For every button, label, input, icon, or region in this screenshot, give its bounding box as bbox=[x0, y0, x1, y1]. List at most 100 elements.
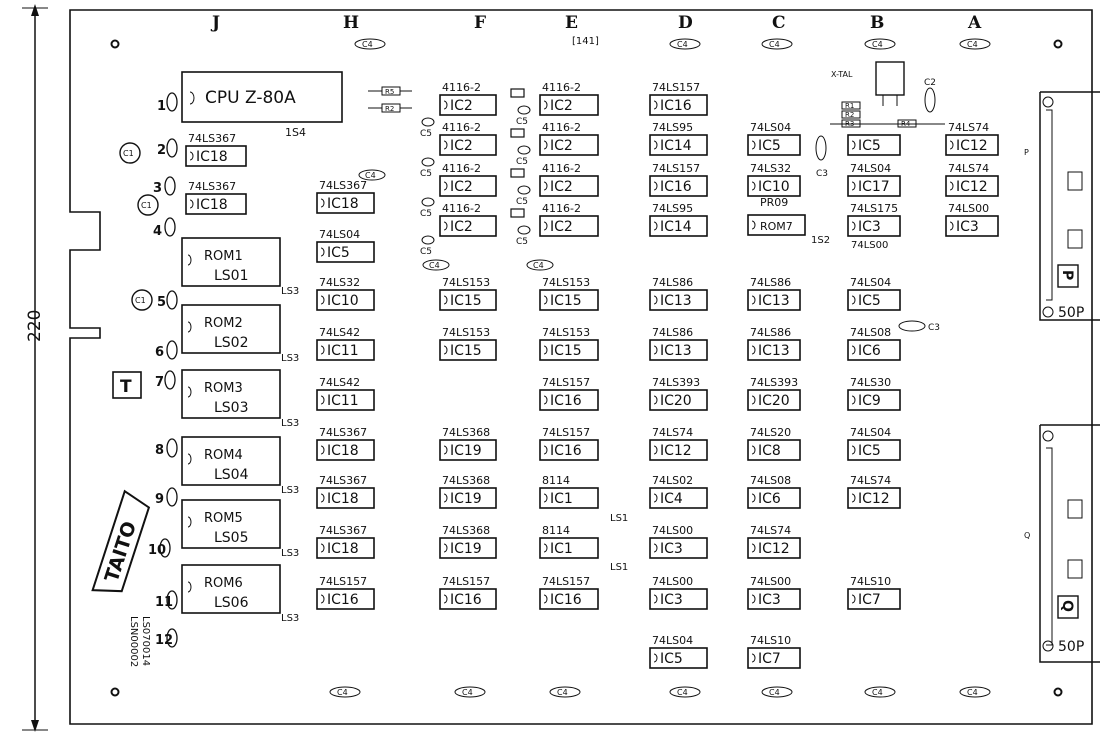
ic-ref: IC3 bbox=[660, 592, 683, 608]
column-header-A: A bbox=[967, 13, 982, 33]
ic-ref: IC18 bbox=[196, 197, 228, 213]
ic-ref: IC15 bbox=[550, 293, 582, 309]
ic-ref: IC5 bbox=[858, 138, 881, 154]
svg-text:C4: C4 bbox=[872, 688, 883, 697]
row-number: 8 bbox=[155, 443, 164, 458]
row-numbers: 1 2 3 4 5 6 7 8 9 10 11 12 bbox=[148, 99, 173, 648]
ic-ref: IC2 bbox=[550, 138, 573, 154]
ic-ref: IC9 bbox=[858, 393, 881, 409]
ic-chip: IC18 74LS367 bbox=[185, 180, 247, 215]
capacitor: C4 bbox=[864, 38, 896, 50]
ic-part-number: 74LS157 bbox=[319, 575, 367, 588]
ic-part-number: 74LS04 bbox=[652, 634, 693, 647]
rom-name: ROM4 bbox=[204, 448, 243, 463]
capacitor: C4 bbox=[761, 686, 793, 698]
c5-capacitor: C5 bbox=[516, 185, 531, 207]
svg-text:C4: C4 bbox=[557, 688, 568, 697]
svg-text:R2: R2 bbox=[385, 105, 394, 113]
ic-ref: IC17 bbox=[858, 179, 890, 195]
row-number: 1 bbox=[157, 99, 166, 114]
ic-part-number: 74LS367 bbox=[188, 180, 236, 193]
ic-ref: IC2 bbox=[550, 179, 573, 195]
connector-q-side-label: Q bbox=[1024, 531, 1030, 540]
ic-ref: IC10 bbox=[758, 179, 790, 195]
ic-part-number: 4116-2 bbox=[542, 121, 581, 134]
rom-socket-label: LS3 bbox=[281, 286, 299, 297]
ic-part-number: 74LS157 bbox=[542, 426, 590, 439]
ic-part-number: 74LS175 bbox=[850, 202, 898, 215]
rom-sockets: ROM1LS01LS3ROM2LS02LS3ROM3LS03LS3ROM4LS0… bbox=[181, 237, 299, 624]
ic-part-number: 74LS74 bbox=[850, 474, 891, 487]
column-header-C: C bbox=[772, 13, 786, 33]
rom-name: ROM6 bbox=[204, 576, 243, 591]
ic-ref: IC15 bbox=[450, 343, 482, 359]
ic-part-number: 74LS367 bbox=[319, 179, 367, 192]
capacitor: C4 bbox=[669, 38, 701, 50]
rom-code: LS02 bbox=[214, 335, 249, 351]
ic-ref: IC18 bbox=[327, 491, 359, 507]
ic-part-number: 74LS42 bbox=[319, 326, 360, 339]
ic-part-number: 74LS10 bbox=[850, 575, 891, 588]
svg-text:50P: 50P bbox=[1058, 305, 1084, 321]
ic-ref: IC20 bbox=[660, 393, 692, 409]
c1-capacitors: C1 C1 C1 bbox=[119, 142, 159, 311]
capacitor: C4 bbox=[549, 686, 581, 698]
c3-label: C3 bbox=[816, 169, 828, 179]
row-oval bbox=[164, 217, 176, 237]
row-oval bbox=[166, 340, 178, 360]
ic-part-number: 74LS368 bbox=[442, 474, 490, 487]
ic-chip: IC16 74LS157 bbox=[316, 575, 375, 610]
ic-ref: IC13 bbox=[758, 293, 790, 309]
ic-chip: IC13 74LS86 bbox=[747, 276, 801, 311]
rom-socket-label: LS3 bbox=[281, 548, 299, 559]
ic-part-number: 74LS74 bbox=[652, 426, 693, 439]
ic-part-number: 74LS30 bbox=[850, 376, 891, 389]
ic-ref: IC10 bbox=[327, 293, 359, 309]
ic-ref: IC3 bbox=[956, 219, 979, 235]
svg-text:50P: 50P bbox=[1058, 639, 1084, 655]
svg-text:T: T bbox=[120, 377, 132, 397]
ic-part-number: 74LS74 bbox=[948, 162, 989, 175]
ic-part-number: 74LS86 bbox=[750, 276, 791, 289]
ic-ref: IC19 bbox=[450, 541, 482, 557]
resistor bbox=[510, 208, 525, 218]
ic-ref: IC16 bbox=[327, 592, 359, 608]
c5-capacitor: C5 bbox=[420, 157, 435, 179]
rom-code: LS05 bbox=[214, 530, 249, 546]
ic-ref: IC18 bbox=[327, 541, 359, 557]
row-number: 4 bbox=[153, 224, 162, 239]
ic-ref: IC2 bbox=[450, 219, 473, 235]
svg-text:C3: C3 bbox=[928, 323, 940, 333]
cpu-label: CPU Z-80A bbox=[205, 88, 296, 108]
mounting-hole bbox=[1053, 39, 1063, 49]
mounting-hole bbox=[110, 39, 120, 49]
b-column-extras: 74LS00 C3 bbox=[851, 240, 940, 333]
svg-text:C4: C4 bbox=[362, 40, 373, 49]
row-oval bbox=[166, 290, 178, 310]
capacitor: C4 bbox=[959, 38, 991, 50]
ic-part-number: 74LS32 bbox=[750, 162, 791, 175]
cpu-chip: CPU Z-80A 1S4 bbox=[181, 71, 343, 139]
ic-chip: IC10 74LS32 bbox=[747, 162, 801, 197]
ic-part-number: 74LS157 bbox=[542, 575, 590, 588]
